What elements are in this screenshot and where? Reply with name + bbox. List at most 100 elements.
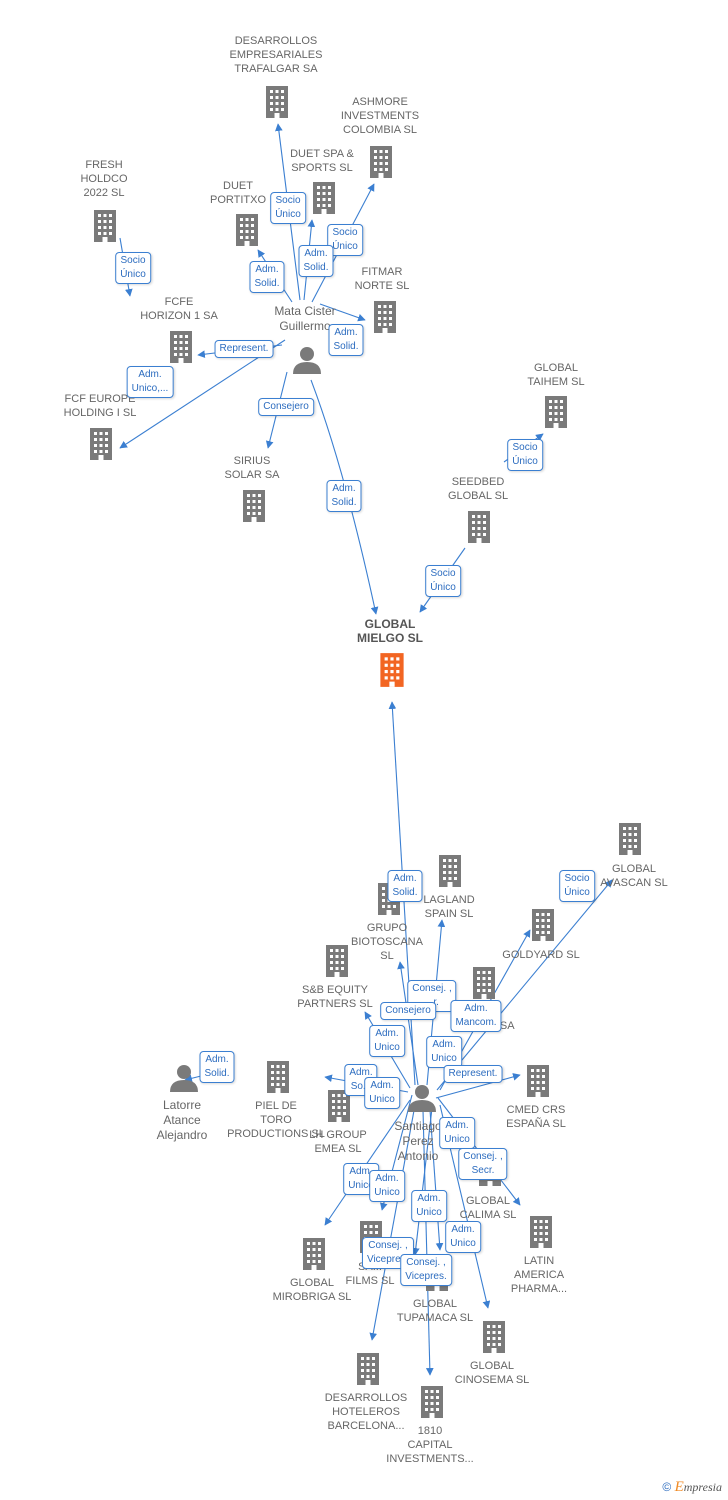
company-node[interactable]: GOLDYARD SL xyxy=(481,948,601,962)
relation-label[interactable]: Adm. Unico xyxy=(369,1170,405,1202)
relation-label[interactable]: Consej. , Secr. xyxy=(458,1148,508,1180)
relation-label[interactable]: Represent. xyxy=(443,1065,503,1083)
building-icon[interactable] xyxy=(615,821,645,857)
building-icon[interactable] xyxy=(523,1063,553,1099)
person-icon[interactable] xyxy=(168,1063,200,1095)
company-node[interactable]: FCFE HORIZON 1 SA xyxy=(119,295,239,323)
relation-label[interactable]: Adm. Solid. xyxy=(249,261,285,293)
relation-label[interactable]: Adm. Solid. xyxy=(199,1051,235,1083)
person-label: Santiago Perez Antonio xyxy=(394,1119,442,1163)
company-label: SIRIUS SOLAR SA xyxy=(224,455,280,481)
company-node[interactable]: GLOBAL CINOSEMA SL xyxy=(432,1359,552,1387)
relation-label[interactable]: Adm. Solid. xyxy=(328,324,364,356)
focus-company-node[interactable]: GLOBAL MIELGO SL xyxy=(330,617,450,645)
edge xyxy=(436,879,613,1091)
company-label: DUET PORTITXO xyxy=(209,180,267,206)
company-node[interactable]: DUET PORTITXO xyxy=(178,179,298,207)
person-label: Latorre Atance Alejandro xyxy=(156,1098,208,1142)
building-icon[interactable] xyxy=(90,208,120,244)
company-node[interactable]: LATIN AMERICA PHARMA... xyxy=(479,1254,599,1296)
building-icon[interactable] xyxy=(469,965,499,1001)
building-icon[interactable] xyxy=(239,488,269,524)
person-node[interactable]: Latorre Atance Alejandro xyxy=(127,1098,237,1143)
company-node[interactable]: GLOBAL TAIHEM SL xyxy=(496,361,616,389)
company-node[interactable]: LAGLAND SPAIN SL xyxy=(389,893,509,921)
building-icon[interactable] xyxy=(322,943,352,979)
relation-label[interactable]: Consejero xyxy=(258,398,314,416)
company-label: DESARROLLOS HOTELEROS BARCELONA... xyxy=(324,1392,408,1432)
relation-label[interactable]: Socio Único xyxy=(507,439,543,471)
company-label: DESARROLLOS EMPRESARIALES TRAFALGAR SA xyxy=(229,35,323,75)
company-node[interactable]: SEEDBED GLOBAL SL xyxy=(418,475,538,503)
building-icon[interactable] xyxy=(417,1384,447,1420)
relation-label[interactable]: Consej. , Vicepres. xyxy=(400,1254,452,1286)
company-label: GLOBAL MIROBRIGA SL xyxy=(272,1277,352,1303)
building-icon[interactable] xyxy=(353,1351,383,1387)
company-node[interactable]: 1810 CAPITAL INVESTMENTS... xyxy=(370,1424,490,1466)
building-icon[interactable] xyxy=(262,84,292,120)
relation-label[interactable]: Adm. Mancom. xyxy=(450,1000,502,1032)
company-node[interactable]: GLOBAL MIROBRIGA SL xyxy=(252,1276,372,1304)
relation-label[interactable]: Adm. Unico xyxy=(369,1025,405,1057)
building-icon[interactable] xyxy=(479,1319,509,1355)
company-node[interactable]: SIRIUS SOLAR SA xyxy=(192,454,312,482)
building-icon[interactable] xyxy=(166,329,196,365)
company-node[interactable]: PIEL DE TORO PRODUCTIONS SL xyxy=(216,1099,336,1141)
relation-label[interactable]: Represent. xyxy=(214,340,274,358)
company-node[interactable]: FCF EUROPE HOLDING I SL xyxy=(40,392,160,420)
person-icon[interactable] xyxy=(291,345,323,377)
company-label: 1810 CAPITAL INVESTMENTS... xyxy=(386,1425,474,1465)
building-icon[interactable] xyxy=(263,1059,293,1095)
relation-label[interactable]: Adm. Unico,... xyxy=(126,366,174,398)
brand-logo: © Empresia xyxy=(662,1479,722,1496)
relation-label[interactable]: Adm. Solid. xyxy=(298,245,334,277)
relation-label[interactable]: Socio Único xyxy=(425,565,461,597)
relation-label[interactable]: Consejero xyxy=(380,1002,436,1020)
company-node[interactable]: LH GROUP EMEA SL xyxy=(278,1128,398,1156)
company-node[interactable]: GLOBAL TUPAMACA SL xyxy=(375,1297,495,1325)
edge xyxy=(429,1109,444,1251)
person-icon[interactable] xyxy=(406,1083,438,1115)
building-icon[interactable] xyxy=(528,907,558,943)
person-node[interactable]: Mata Cister Guillermo xyxy=(250,304,360,334)
relation-label[interactable]: Adm. Unico xyxy=(343,1163,379,1195)
company-node[interactable]: GRUPO BIOTOSCANA SL xyxy=(327,921,447,963)
building-icon[interactable] xyxy=(86,426,116,462)
company-node[interactable]: GLOBAL CALIMA SL xyxy=(428,1194,548,1222)
company-node[interactable]: S&B EQUITY PARTNERS SL xyxy=(275,983,395,1011)
relation-label[interactable]: Socio Único xyxy=(115,252,151,284)
relation-label[interactable]: Adm. Unico xyxy=(426,1036,462,1068)
relation-label[interactable]: Adm. Unico xyxy=(439,1117,475,1149)
company-node[interactable]: FRESH HOLDCO 2022 SL xyxy=(44,158,164,200)
company-label: FRESH HOLDCO 2022 SL xyxy=(80,159,128,199)
building-icon[interactable] xyxy=(309,180,339,216)
relation-label[interactable]: Adm. Unico xyxy=(411,1190,447,1222)
building-icon[interactable] xyxy=(526,1214,556,1250)
person-node[interactable]: Santiago Perez Antonio xyxy=(363,1119,473,1164)
edge xyxy=(369,1104,416,1341)
edge xyxy=(435,1073,521,1099)
company-label: GRUPO BIOTOSCANA SL xyxy=(351,922,423,962)
company-label: LH GROUP EMEA SL xyxy=(309,1129,367,1155)
building-icon[interactable] xyxy=(464,509,494,545)
company-node[interactable]: GLOBAL AVASCAN SL xyxy=(574,862,694,890)
building-icon[interactable] xyxy=(435,853,465,889)
relation-label[interactable]: Socio Único xyxy=(559,870,595,902)
company-node[interactable]: DESARROLLOS EMPRESARIALES TRAFALGAR SA xyxy=(216,34,336,76)
building-icon[interactable] xyxy=(232,212,262,248)
company-node[interactable]: CMED CRS ESPAÑA SL xyxy=(476,1103,596,1131)
brand-name: mpresia xyxy=(683,1480,722,1494)
building-icon[interactable] xyxy=(375,651,409,689)
building-icon[interactable] xyxy=(541,394,571,430)
relation-label[interactable]: Adm. Unico xyxy=(445,1221,481,1253)
company-node[interactable]: ASHMORE INVESTMENTS COLOMBIA SL xyxy=(320,95,440,137)
relation-label[interactable]: Socio Único xyxy=(270,192,306,224)
company-node[interactable]: DESARROLLOS HOTELEROS BARCELONA... xyxy=(306,1391,426,1433)
company-node[interactable]: FITMAR NORTE SL xyxy=(322,265,442,293)
relation-label[interactable]: Adm. Solid. xyxy=(387,870,423,902)
relation-label[interactable]: Adm. Solid. xyxy=(326,480,362,512)
company-label: DUET SPA & SPORTS SL xyxy=(290,148,354,174)
building-icon[interactable] xyxy=(370,299,400,335)
relation-label[interactable]: Adm. Unico xyxy=(364,1077,400,1109)
company-node[interactable]: DUET SPA & SPORTS SL xyxy=(262,147,382,175)
